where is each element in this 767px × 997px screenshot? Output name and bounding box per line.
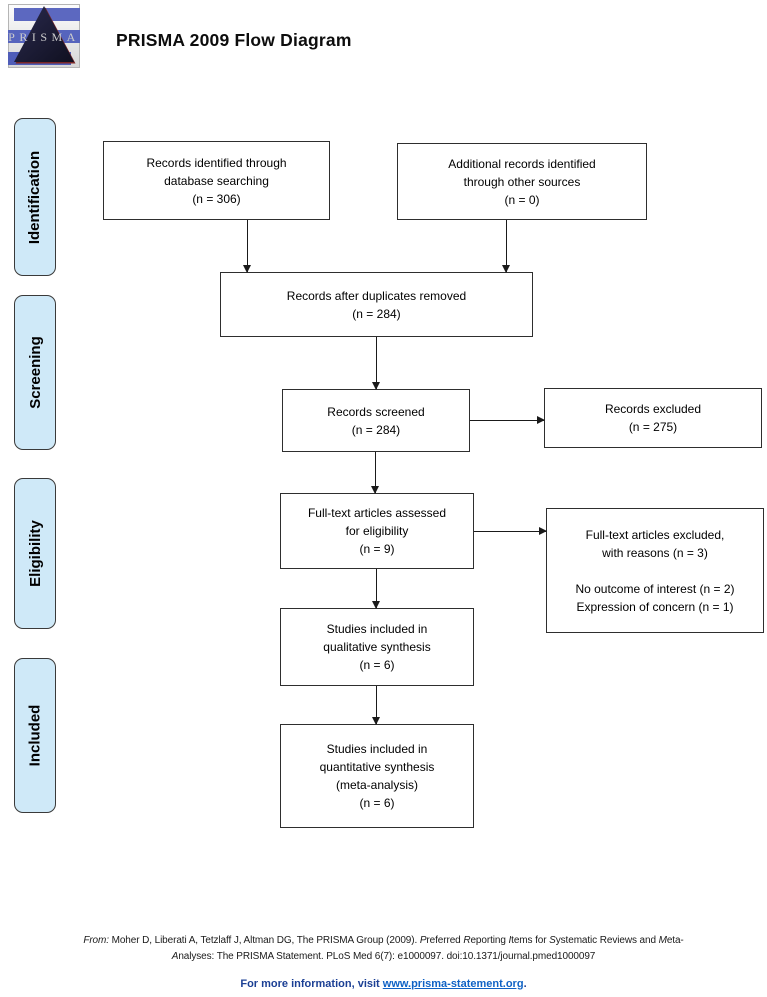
box-studies-quantitative-synthesis: Studies included in quantitative synthes…: [280, 724, 474, 828]
box-additional-records-other-sources: Additional records identified through ot…: [397, 143, 647, 220]
arrow-fulltext-to-excluded: [474, 526, 547, 535]
page-title: PRISMA 2009 Flow Diagram: [116, 30, 352, 50]
prisma-logo: PRISMA: [8, 4, 80, 68]
stage-label-text: Identification: [26, 150, 44, 244]
stage-label-eligibility: Eligibility: [14, 478, 56, 629]
prisma-statement-link[interactable]: www.prisma-statement.org: [382, 978, 524, 990]
arrow-duplicates-to-screened: [371, 337, 380, 390]
arrow-screened-to-fulltext: [370, 452, 379, 494]
arrow-screened-to-excluded: [470, 415, 545, 424]
arrow-database-to-duplicates: [242, 220, 251, 273]
box-fulltext-articles-excluded: Full-text articles excluded, with reason…: [546, 508, 764, 633]
more-info-prefix: For more information, visit: [240, 978, 383, 990]
more-info-suffix: .: [523, 978, 527, 990]
citation-text: From: Moher D, Liberati A, Tetzlaff J, A…: [83, 935, 684, 962]
box-studies-qualitative-synthesis: Studies included in qualitative synthesi…: [280, 608, 474, 686]
stage-label-screening: Screening: [14, 295, 56, 450]
logo-wordmark: PRISMA: [8, 30, 80, 44]
box-fulltext-articles-assessed: Full-text articles assessed for eligibil…: [280, 493, 474, 569]
stage-label-text: Screening: [26, 336, 44, 409]
arrow-other-sources-to-duplicates: [501, 220, 510, 273]
box-records-identified-database: Records identified through database sear…: [103, 141, 330, 220]
box-records-screened: Records screened (n = 284): [282, 389, 470, 452]
stage-label-identification: Identification: [14, 118, 56, 276]
prisma-logo-icon: PRISMA: [8, 4, 80, 68]
arrow-fulltext-to-qualitative: [371, 569, 380, 609]
stage-label-included: Included: [14, 658, 56, 813]
box-records-after-duplicates-removed: Records after duplicates removed (n = 28…: [220, 272, 533, 337]
more-info-line: For more information, visit www.prisma-s…: [0, 978, 767, 990]
stage-label-text: Eligibility: [26, 520, 44, 587]
box-records-excluded: Records excluded (n = 275): [544, 388, 762, 448]
arrow-qualitative-to-quantitative: [371, 686, 380, 725]
stage-label-text: Included: [26, 704, 44, 767]
